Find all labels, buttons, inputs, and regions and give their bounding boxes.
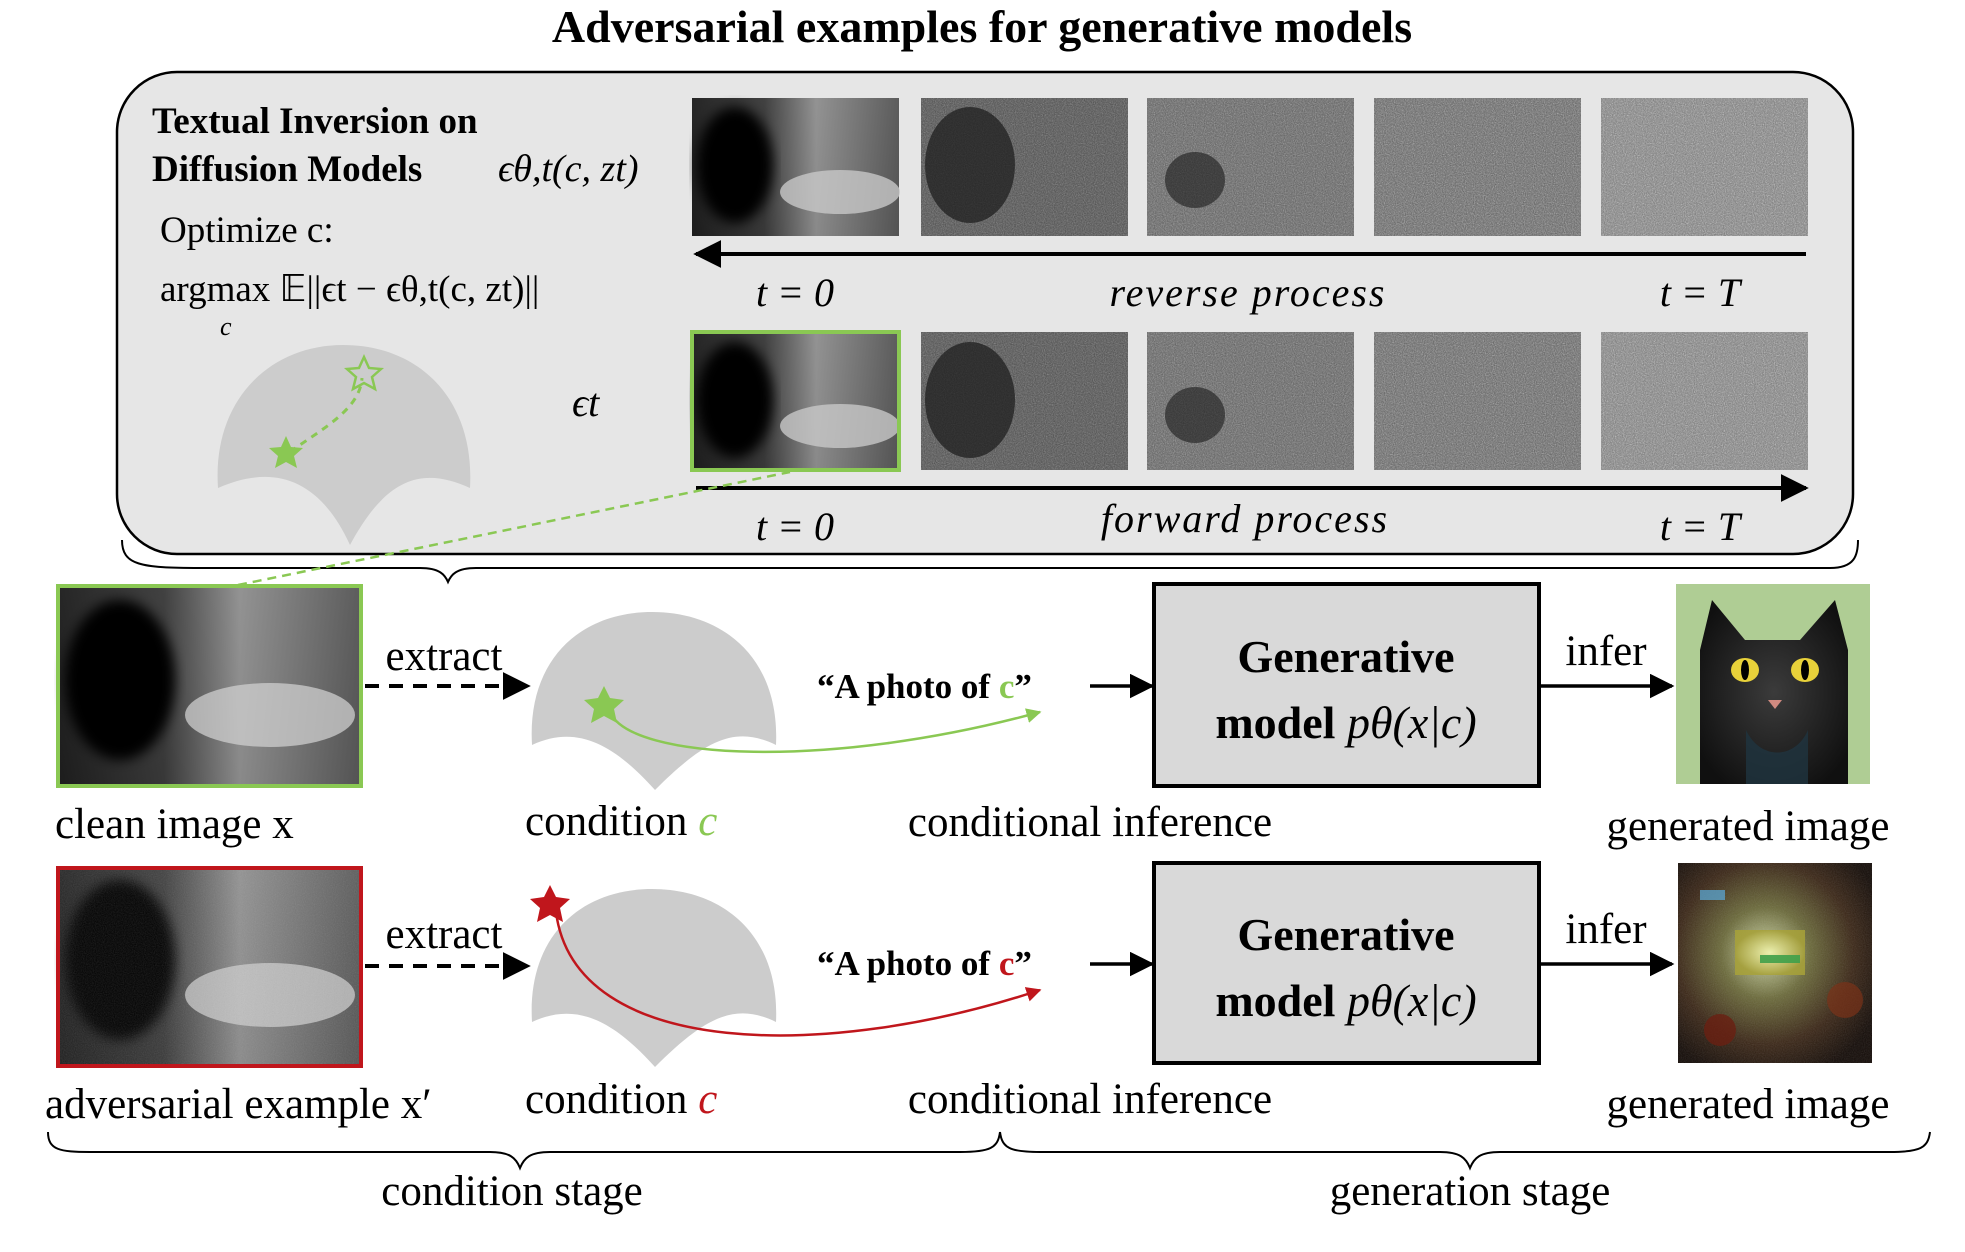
- forward-process-label: forward process: [1101, 496, 1389, 541]
- clean-image-label: clean image x: [55, 801, 294, 848]
- prompt-var-1: c: [999, 667, 1015, 706]
- generated-corrupted-image: [1678, 863, 1872, 1063]
- reverse-tT-label: t = T: [1660, 270, 1743, 315]
- red-condition-star: [530, 885, 570, 922]
- green-condition-curve: [608, 708, 1042, 754]
- forward-frame-4: [1601, 332, 1808, 470]
- condition-space-2: [531, 889, 777, 1067]
- model-subtitle-1: model pθ(x|c): [1215, 697, 1476, 748]
- generated-image-label-2: generated image: [1607, 1081, 1890, 1128]
- forward-frame-3: [1374, 332, 1581, 470]
- red-condition-curve: [554, 911, 1042, 1037]
- generation-stage-label: generation stage: [1330, 1168, 1611, 1215]
- panel-embedding-space: [217, 345, 471, 545]
- generation-stage-brace: [999, 1131, 1931, 1171]
- generative-model-box-2: Generative model pθ(x|c): [1152, 861, 1541, 1065]
- reverse-frame-0: [692, 98, 900, 236]
- adversarial-image: [56, 866, 363, 1068]
- reverse-process-label: reverse process: [1110, 270, 1387, 315]
- panel-brace: [121, 539, 1859, 585]
- green-condition-star: [584, 686, 624, 723]
- generated-image-label-1: generated image: [1607, 803, 1890, 850]
- forward-frames: [690, 330, 1808, 472]
- infer-label-2: infer: [1565, 906, 1646, 953]
- panel-optimization-path: [289, 377, 364, 454]
- panel-heading-line1: Textual Inversion on: [152, 101, 478, 142]
- panel-green-star-outline: [343, 353, 385, 392]
- reverse-frames: [692, 98, 1808, 236]
- clean-image: [56, 584, 363, 788]
- forward-t0-label: t = 0: [756, 504, 834, 549]
- condition-var-1: c: [698, 798, 717, 845]
- extract-label-1: extract: [386, 633, 503, 680]
- prompt-var-2: c: [999, 944, 1015, 983]
- model-subtitle-2: model pθ(x|c): [1215, 975, 1476, 1026]
- inference-label-2: conditional inference: [908, 1076, 1272, 1123]
- panel-heading-line2: Diffusion Models: [152, 149, 422, 190]
- objective-expression: argmax 𝔼||ϵt − ϵθ,t(c, zt)||: [160, 269, 539, 310]
- adversarial-image-label: adversarial example x′: [45, 1081, 432, 1128]
- forward-frame-0: [690, 330, 901, 472]
- reverse-t0-label: t = 0: [756, 270, 834, 315]
- model-title-2: Generative: [1237, 909, 1454, 960]
- reverse-frame-4: [1601, 98, 1808, 236]
- true-noise-label: ϵt: [572, 380, 600, 425]
- objective-subscript: c: [220, 312, 232, 341]
- condition-var-2: c: [698, 1076, 717, 1123]
- condition-stage-label: condition stage: [381, 1168, 643, 1215]
- reverse-frame-3: [1374, 98, 1581, 236]
- generative-model-box-1: Generative model pθ(x|c): [1152, 582, 1541, 788]
- infer-label-1: infer: [1565, 628, 1646, 675]
- extract-label-2: extract: [386, 911, 503, 958]
- figure-title: Adversarial examples for generative mode…: [552, 1, 1412, 52]
- forward-frame-1: [921, 332, 1128, 470]
- condition-stage-brace: [47, 1131, 1001, 1171]
- panel-green-star-filled: [269, 436, 303, 468]
- optimize-label: Optimize c:: [160, 210, 334, 251]
- prompt-text-2: “A photo of c”: [817, 944, 1032, 983]
- forward-frame-2: [1147, 332, 1354, 470]
- noise-predictor-expression: ϵθ,t(c, zt): [498, 148, 639, 190]
- condition-label-1: condition c: [525, 798, 717, 845]
- generated-cat-image: [1676, 584, 1870, 784]
- condition-space-1: [531, 612, 777, 790]
- forward-tT-label: t = T: [1660, 504, 1743, 549]
- green-dashed-connector: [237, 470, 791, 587]
- condition-label-2: condition c: [525, 1076, 717, 1123]
- inference-label-1: conditional inference: [908, 799, 1272, 846]
- reverse-frame-2: [1147, 98, 1354, 236]
- prompt-text-1: “A photo of c”: [817, 667, 1032, 706]
- model-title-1: Generative: [1237, 631, 1454, 682]
- reverse-frame-1: [921, 98, 1128, 236]
